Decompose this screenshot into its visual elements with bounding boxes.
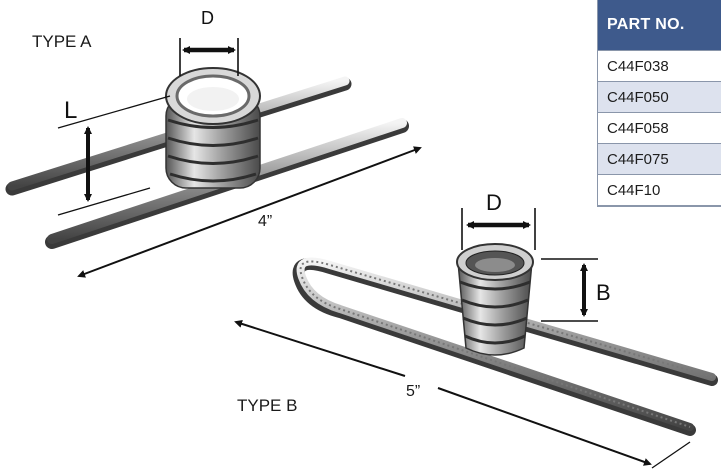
type-a-dim-l-label: L [64,97,77,124]
type-b-coil [456,243,534,356]
part-number-cell: C44F050 [598,81,721,113]
part-number-cell: C44F038 [598,50,721,82]
part-number-header: PART NO. [598,0,721,51]
type-b-title: TYPE B [237,396,297,415]
part-number-table: PART NO. C44F038 C44F050 C44F058 C44F075… [598,0,721,206]
type-b-dim-d-label: D [486,190,502,215]
type-a-anchor [5,38,422,278]
type-a-dim-d [179,38,239,76]
type-b-dim-b [541,258,598,322]
type-a-title: TYPE A [32,32,92,51]
type-a-length-label: 4” [258,213,272,230]
type-b-anchor [234,208,718,469]
part-number-cell: C44F075 [598,143,721,175]
type-a-dim-length [77,146,422,278]
type-b-dim-d [461,208,536,250]
type-b-length-label: 5” [406,383,420,400]
type-a-dim-d-label: D [201,8,214,28]
part-number-cell: C44F10 [598,174,721,206]
type-b-dim-b-label: B [596,280,611,305]
type-b-wire-loop [292,257,718,436]
type-b-dim-length [234,320,691,469]
part-number-cell: C44F058 [598,112,721,144]
type-a-coil [165,67,261,189]
